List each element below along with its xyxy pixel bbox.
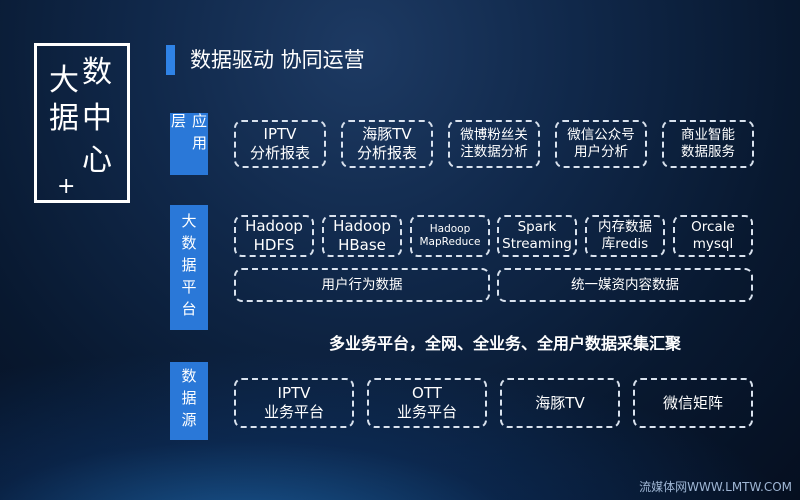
logo-big-data-center: 大 数 据 中 心 + [34, 43, 130, 203]
collection-caption: 多业务平台，全网、全业务、全用户数据采集汇聚 [328, 334, 681, 353]
logo-plus-icon: + [57, 174, 76, 199]
app-box-weibo-analysis: 微博粉丝关 注数据分析 [448, 120, 540, 168]
platform-box-redis: 内存数据 库redis [585, 215, 665, 257]
layer-label-text: 应用层 [169, 113, 208, 157]
layer-label-application: 应用层 [169, 113, 208, 175]
layer-label-source: 数据源 [170, 362, 208, 440]
source-box-wechat-matrix: 微信矩阵 [633, 378, 753, 428]
logo-char-1: 大 [49, 63, 79, 98]
platform-box-hdfs: Hadoop HDFS [234, 215, 314, 257]
app-box-iptv-report: IPTV 分析报表 [234, 120, 326, 168]
layer-label-platform: 大数据平台 [170, 205, 208, 330]
platform-box-hbase: Hadoop HBase [322, 215, 402, 257]
page-title: 数据驱动 协同运营 [190, 48, 365, 72]
platform-box-mapreduce: Hadoop MapReduce [410, 215, 490, 257]
app-box-bi-service: 商业智能 数据服务 [662, 120, 754, 168]
logo-char-3: 据 [49, 101, 79, 136]
logo-char-4: 中 [82, 101, 112, 136]
platform-box-oracle-mysql: Orcale mysql [673, 215, 753, 257]
logo-char-2: 数 [82, 55, 112, 90]
layer-label-text: 数据源 [179, 368, 198, 434]
platform-box-spark-streaming: Spark Streaming [497, 215, 577, 257]
source-box-iptv-platform: IPTV 业务平台 [234, 378, 354, 428]
source-box-haitun-tv: 海豚TV [500, 378, 620, 428]
platform-box-media-content: 统一媒资内容数据 [497, 268, 753, 302]
logo-char-5: 心 [82, 143, 112, 178]
source-box-ott-platform: OTT 业务平台 [367, 378, 487, 428]
layer-label-text: 大数据平台 [179, 212, 198, 323]
app-box-haitun-report: 海豚TV 分析报表 [341, 120, 433, 168]
platform-box-user-behavior: 用户行为数据 [234, 268, 490, 302]
app-box-wechat-analysis: 微信公众号 用户分析 [555, 120, 647, 168]
title-accent-bar [166, 45, 175, 75]
watermark: 流媒体网WWW.LMTW.COM [639, 480, 792, 494]
